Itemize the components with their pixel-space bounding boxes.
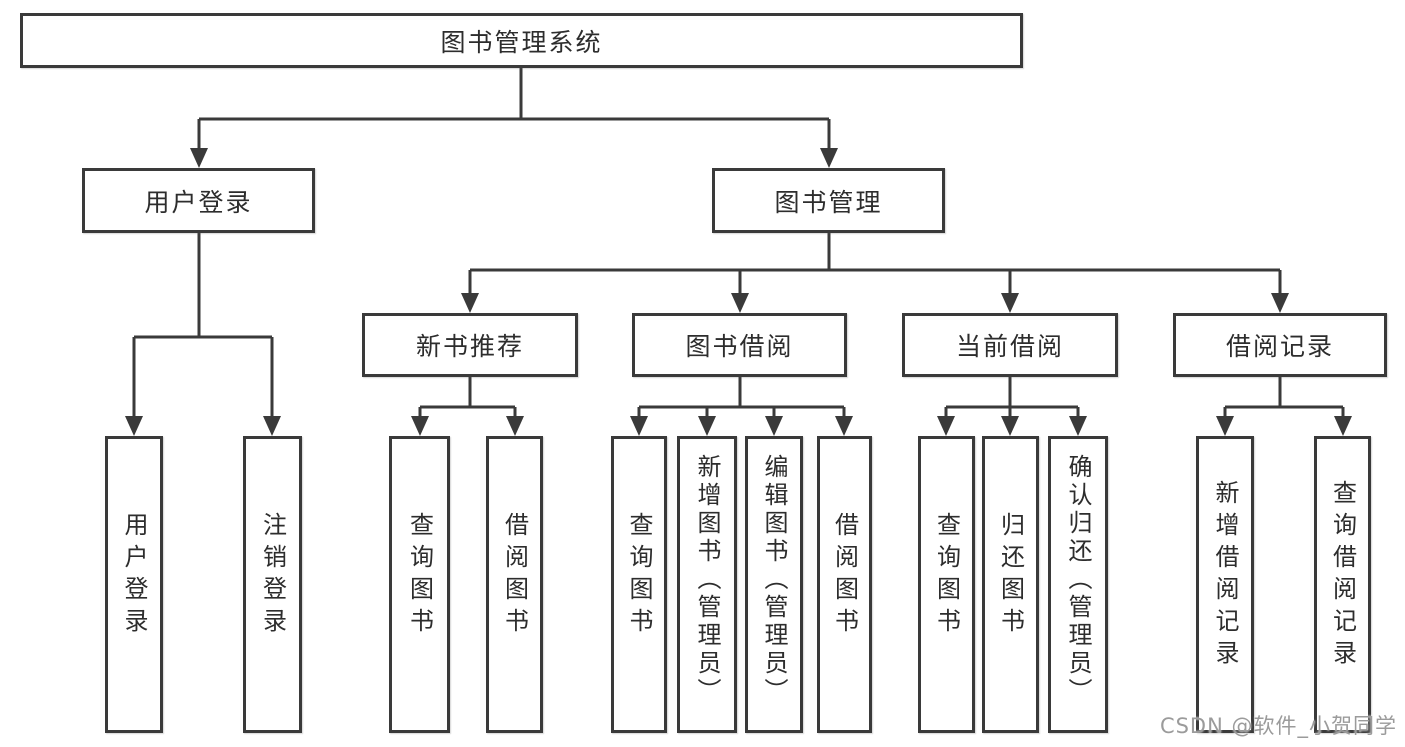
leaf-logout: 注销登录 [243, 436, 302, 733]
connector-current-borrow [937, 377, 1087, 436]
leaf-user-login: 用户登录 [105, 436, 163, 733]
node-user-login: 用户登录 [82, 168, 315, 233]
leaf-return-books: 归还图书 [982, 436, 1039, 733]
connector-user-login [125, 233, 281, 436]
leaf-borrow-books-recommend: 借阅图书 [486, 436, 543, 733]
node-current-borrow: 当前借阅 [902, 313, 1118, 377]
node-new-book-recommend: 新书推荐 [362, 313, 578, 377]
leaf-borrow-books-borrow: 借阅图书 [817, 436, 872, 733]
leaf-query-books-current: 查询图书 [918, 436, 975, 733]
connector-borrow-records [1216, 377, 1352, 436]
leaf-edit-books-admin: 编辑图书（管理员） [745, 436, 803, 733]
leaf-query-borrow-record: 查询借阅记录 [1314, 436, 1371, 733]
leaf-query-books-recommend: 查询图书 [389, 436, 450, 733]
watermark: CSDN @软件_小贺同学 [1159, 714, 1397, 738]
node-borrow-records: 借阅记录 [1173, 313, 1387, 377]
connector-book-management [461, 233, 1289, 313]
connector-book-borrow [630, 377, 853, 436]
connector-root [190, 68, 838, 168]
leaf-add-borrow-record: 新增借阅记录 [1196, 436, 1254, 733]
node-book-borrow: 图书借阅 [632, 313, 847, 377]
leaf-confirm-return-admin: 确认归还（管理员） [1048, 436, 1108, 733]
node-root: 图书管理系统 [20, 13, 1023, 68]
connector-new-book-recommend [411, 377, 524, 436]
leaf-add-books-admin: 新增图书（管理员） [677, 436, 737, 733]
node-book-management: 图书管理 [712, 168, 945, 233]
leaf-query-books-borrow: 查询图书 [611, 436, 667, 733]
